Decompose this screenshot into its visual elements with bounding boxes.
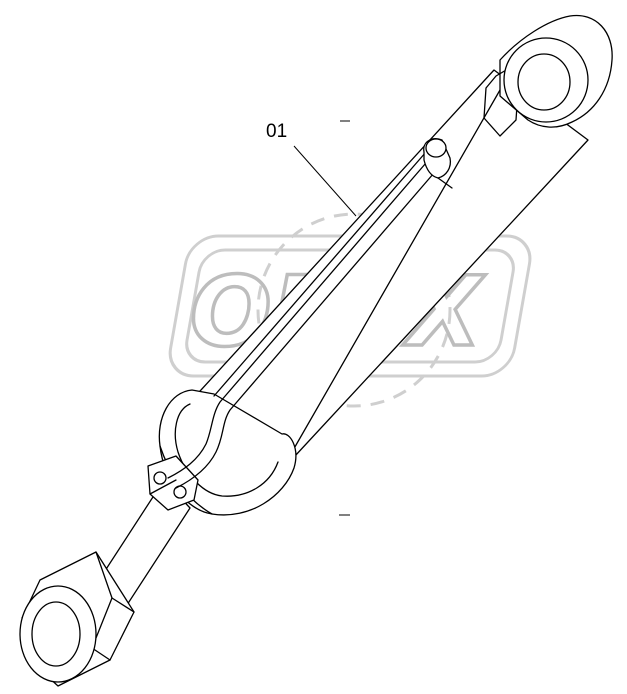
rod-end-eye <box>19 551 135 687</box>
callout-label: 01 <box>266 121 287 142</box>
pipe-fitting <box>423 138 453 189</box>
callout-leader-line <box>293 145 357 217</box>
cap-end-eye <box>483 14 613 137</box>
hydraulic-pipe <box>167 151 441 489</box>
callout-01: 01 <box>266 121 357 217</box>
